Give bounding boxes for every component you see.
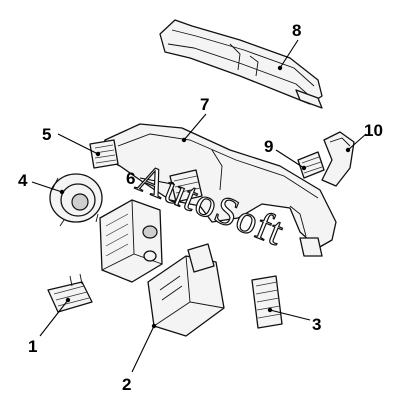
callout-2: 2	[122, 375, 131, 394]
small-vent	[297, 151, 325, 179]
side-vent	[89, 139, 119, 169]
callout-5: 5	[42, 125, 51, 144]
dash-duct	[99, 123, 337, 257]
callout-10: 10	[364, 121, 383, 140]
lower-housing	[147, 243, 225, 337]
callout-1: 1	[28, 337, 37, 356]
defroster-duct	[159, 19, 323, 109]
callout-3: 3	[312, 315, 321, 334]
callout-9: 9	[264, 137, 273, 156]
callout-6: 6	[126, 169, 135, 188]
callout-8: 8	[292, 21, 301, 40]
elbow-duct	[321, 131, 355, 187]
leader-lines	[31, 39, 367, 373]
cabin-filter	[251, 275, 283, 329]
heater-core	[47, 273, 93, 313]
center-vent	[169, 169, 203, 203]
callout-7: 7	[200, 95, 209, 114]
callout-4: 4	[18, 171, 28, 190]
heater-unit	[99, 199, 163, 283]
blower-motor	[49, 173, 103, 227]
